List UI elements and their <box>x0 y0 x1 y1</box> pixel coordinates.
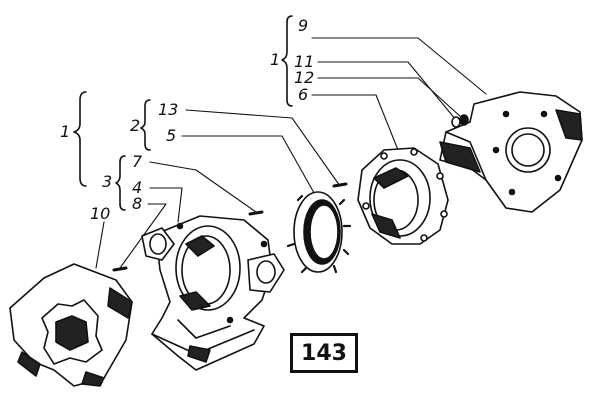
pin-lower <box>112 266 128 272</box>
housing-half-upper <box>439 91 583 213</box>
leader-line-12 <box>317 77 463 119</box>
pin-upper <box>332 182 348 188</box>
callout-2: 2 <box>130 116 141 135</box>
callout-9: 9 <box>298 16 309 35</box>
leader-line-6 <box>311 94 399 151</box>
leader-line-10 <box>95 221 105 269</box>
figure-number-badge: 143 <box>290 333 358 373</box>
toothed-ring <box>286 191 352 274</box>
bolt-and-washer <box>451 114 469 128</box>
leader-line-7 <box>149 161 257 213</box>
leader-line-9 <box>311 37 487 95</box>
flanged-bearing-housing <box>357 147 449 245</box>
leader-line-4 <box>149 187 183 223</box>
bracket-group-3 <box>115 155 126 211</box>
callout-1-left: 1 <box>60 122 71 141</box>
housing-half-lower <box>9 263 133 387</box>
callout-1-right: 1 <box>270 50 281 69</box>
callout-11: 11 <box>294 52 315 71</box>
leader-line-13 <box>185 109 341 187</box>
callout-10: 10 <box>90 204 111 223</box>
callout-3: 3 <box>102 172 113 191</box>
callout-4: 4 <box>132 178 143 197</box>
callout-8: 8 <box>132 194 143 213</box>
callout-12: 12 <box>294 68 315 87</box>
pin-middle <box>248 210 264 216</box>
leader-line-11 <box>317 61 457 121</box>
bracket-group-2 <box>140 99 151 151</box>
callout-13: 13 <box>158 100 179 119</box>
bracket-group-1-right <box>281 15 293 107</box>
callout-6: 6 <box>298 85 309 104</box>
main-gear-housing <box>141 215 285 371</box>
leader-line-8 <box>119 203 167 269</box>
bracket-group-1-left <box>73 91 87 187</box>
callout-7: 7 <box>132 152 143 171</box>
callout-5: 5 <box>166 126 177 145</box>
leader-line-5 <box>181 135 319 201</box>
